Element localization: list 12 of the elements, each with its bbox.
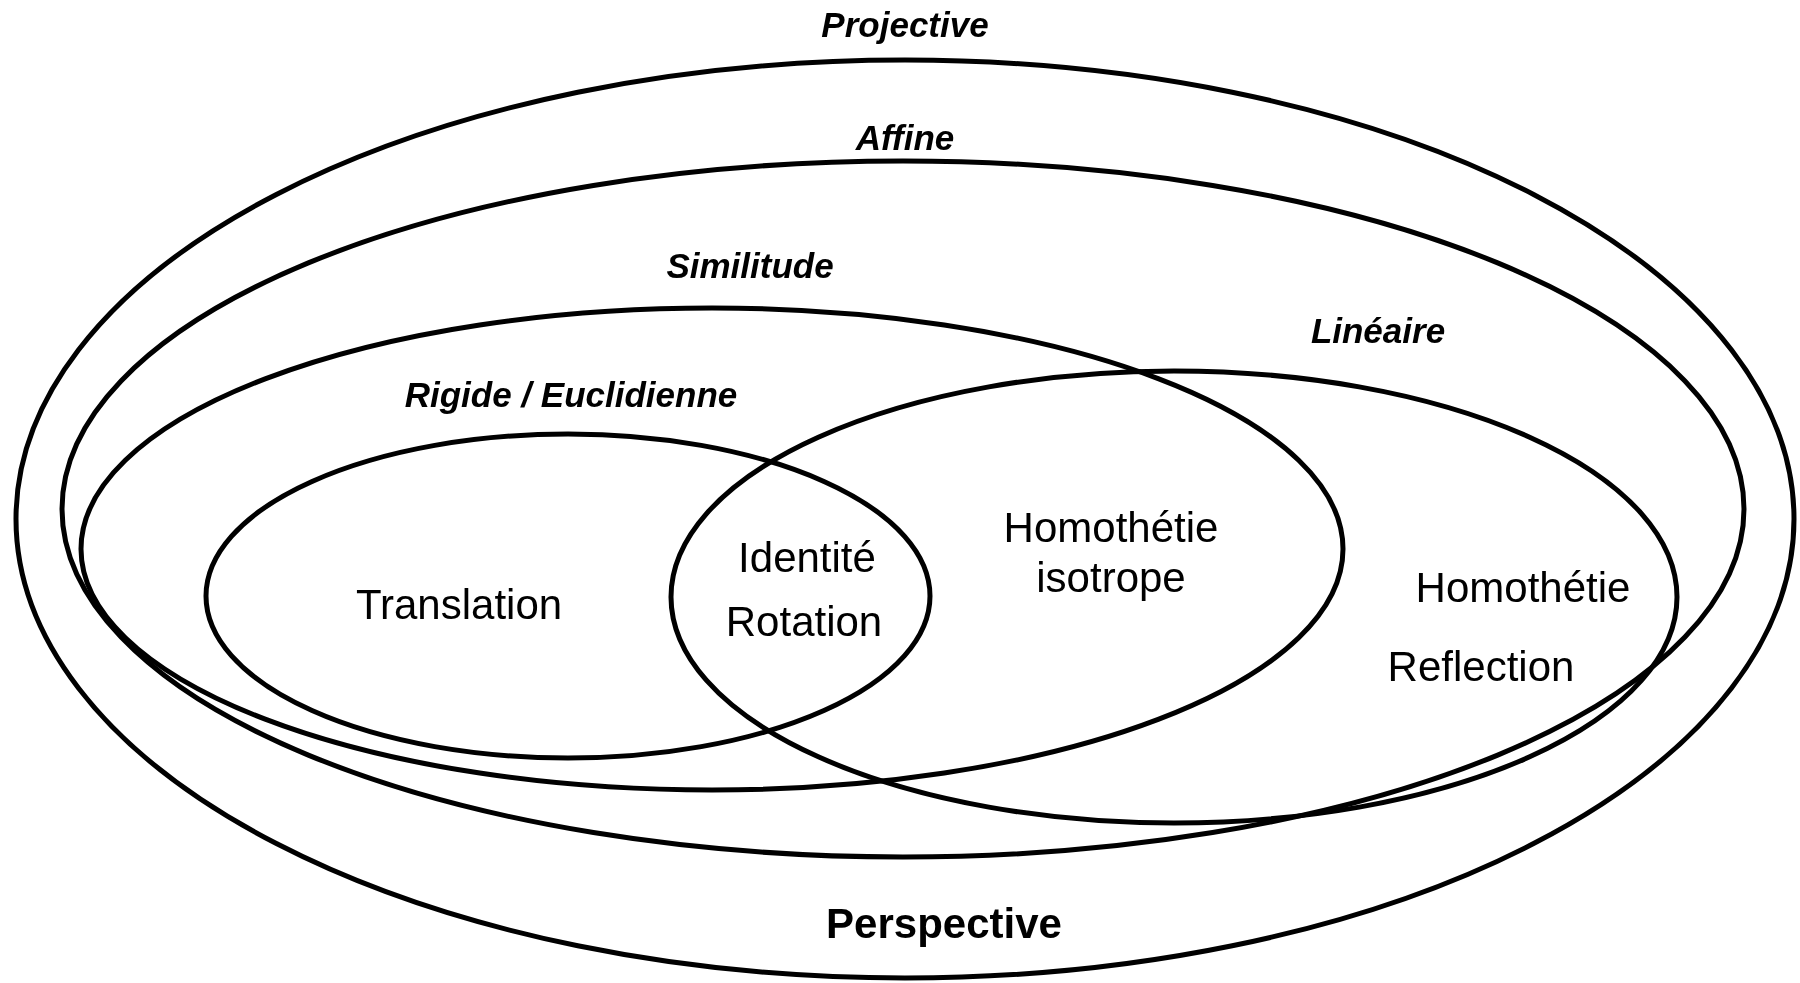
element-label: Rotation: [725, 596, 883, 647]
set-label: Affine: [855, 118, 955, 158]
set-label: Rigide / Euclidienne: [404, 375, 738, 415]
element-label: Homothétie: [1415, 562, 1631, 613]
set-label: Linéaire: [1310, 311, 1446, 351]
set-label: Projective: [821, 5, 989, 45]
element-label: Reflection: [1387, 641, 1575, 692]
element-label: Identité: [738, 532, 876, 583]
element-label: Translation: [355, 579, 563, 630]
set-label: Similitude: [666, 246, 834, 286]
element-label: Homothétie isotrope: [1002, 502, 1220, 603]
set-label: Perspective: [826, 898, 1062, 949]
